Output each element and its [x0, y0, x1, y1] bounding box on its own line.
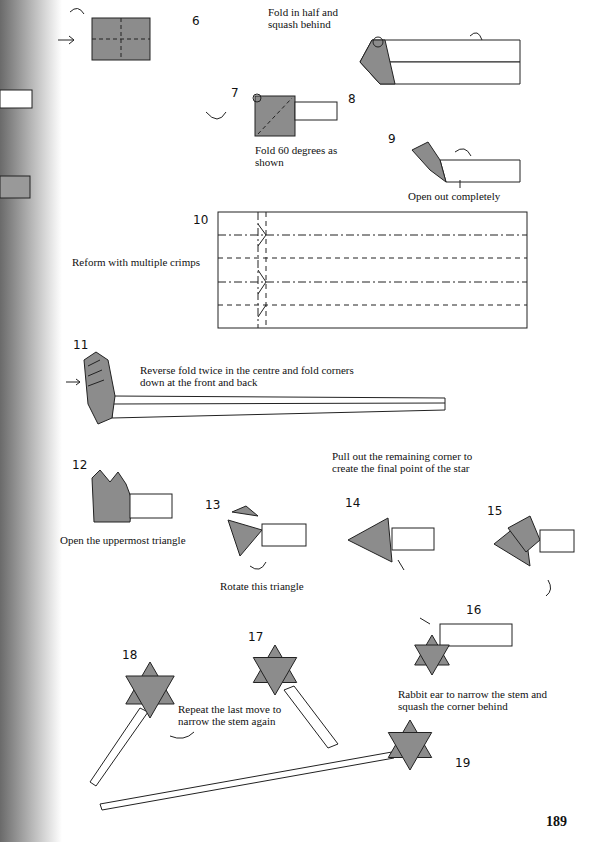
page-gutter [0, 0, 62, 842]
step-number: 8 [348, 92, 356, 106]
step-16-figure [415, 618, 512, 675]
step-9-figure [412, 142, 520, 188]
step-7-figure [206, 94, 337, 136]
instruction-caption: Reform with multiple crimps [72, 256, 200, 268]
step-19-figure [100, 720, 432, 810]
step-number: 14 [345, 496, 360, 510]
step-number: 6 [192, 14, 200, 28]
step-number: 19 [455, 756, 470, 770]
step-17-figure [253, 645, 338, 748]
instruction-caption: Reverse fold twice in the centre and fol… [140, 364, 380, 388]
step-13-figure [228, 506, 306, 569]
left-page-fragments [0, 90, 32, 198]
step-6-figure [58, 8, 150, 60]
step-number: 7 [231, 86, 239, 100]
step-number: 18 [122, 648, 137, 662]
step-8-figure [360, 33, 520, 84]
instruction-caption: Fold 60 degrees as shown [255, 144, 347, 168]
instruction-caption: Repeat the last move to narrow the stem … [178, 703, 290, 727]
step-number: 10 [193, 213, 208, 227]
step-12-figure [92, 470, 172, 522]
step-number: 11 [73, 338, 88, 352]
instruction-caption: Open the uppermost triangle [60, 534, 186, 546]
step-number: 13 [205, 498, 220, 512]
instruction-caption: Rabbit ear to narrow the stem and squash… [398, 688, 570, 712]
step-11-figure [66, 352, 445, 424]
step-number: 17 [248, 630, 263, 644]
instruction-caption: Pull out the remaining corner to create … [332, 450, 490, 474]
step-14-figure [348, 518, 434, 570]
step-number: 16 [466, 603, 481, 617]
step-number: 12 [72, 458, 87, 472]
page-number: 189 [546, 814, 567, 830]
step-number: 15 [487, 504, 502, 518]
instruction-caption: Fold in half and squash behind [268, 6, 360, 30]
step-10-crease-pattern [218, 212, 527, 328]
instruction-caption: Open out completely [408, 190, 500, 202]
step-number: 9 [388, 132, 396, 146]
instruction-caption: Rotate this triangle [220, 580, 304, 592]
step-15-figure [494, 516, 574, 596]
